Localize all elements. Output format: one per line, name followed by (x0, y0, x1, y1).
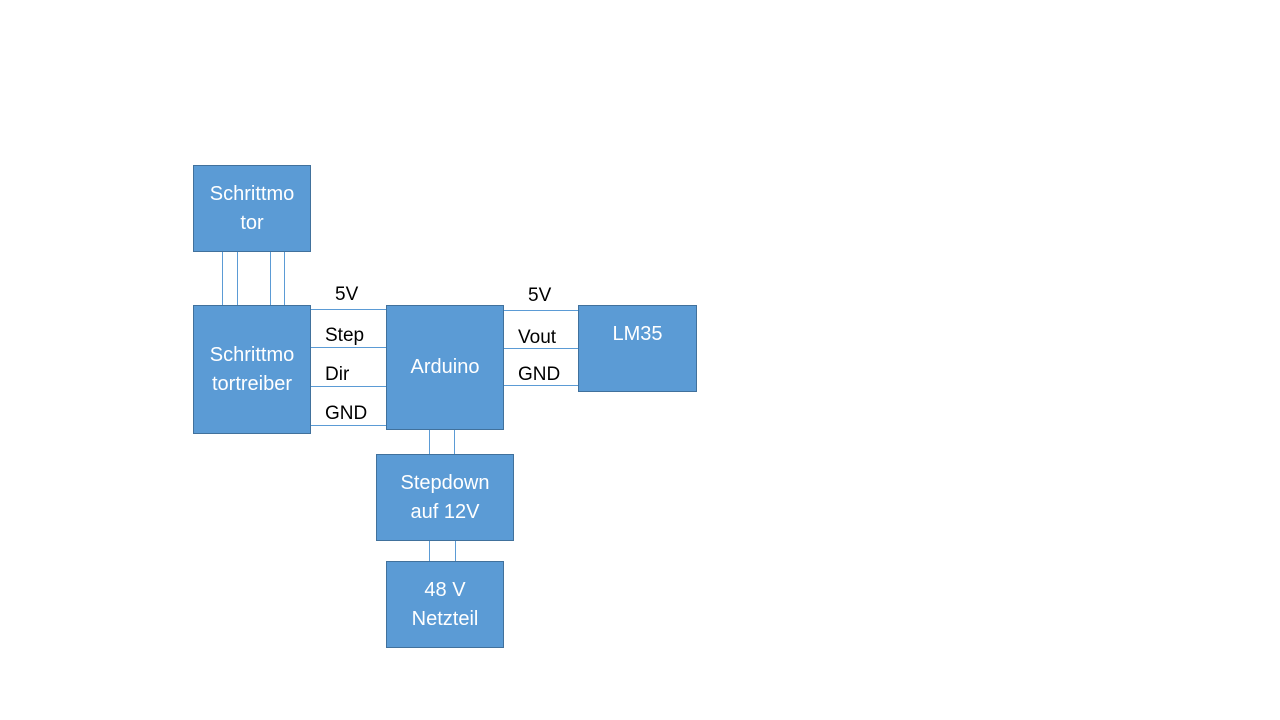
signal-label-gnd-left: GND (325, 403, 368, 424)
stepper-motor-block: Schrittmo tor (193, 165, 311, 252)
stepper-driver-block: Schrittmo tortreiber (193, 305, 311, 434)
wire-motor-driver-2 (237, 251, 238, 306)
wire-driver-arduino-step (310, 347, 387, 348)
wire-arduino-lm35-vout (503, 348, 579, 349)
signal-label-vout: Vout (518, 327, 557, 348)
signal-label-gnd-right: GND (518, 364, 561, 385)
wire-motor-driver-3 (270, 251, 271, 306)
lm35-block: LM35 (578, 305, 697, 392)
signal-label-dir: Dir (325, 364, 350, 385)
wire-arduino-stepdown-2 (454, 429, 455, 455)
wire-motor-driver-4 (284, 251, 285, 306)
signal-label-step: Step (325, 325, 365, 346)
wire-arduino-lm35-5v (503, 310, 579, 311)
signal-label-5v-right: 5V (528, 285, 552, 306)
wire-arduino-stepdown-1 (429, 429, 430, 455)
wire-driver-arduino-gnd (310, 425, 387, 426)
wire-stepdown-psu-1 (429, 540, 430, 562)
wire-stepdown-psu-2 (455, 540, 456, 562)
power-supply-block: 48 V Netzteil (386, 561, 504, 648)
signal-label-5v-left: 5V (335, 284, 359, 305)
wire-motor-driver-1 (222, 251, 223, 306)
wire-arduino-lm35-gnd (503, 385, 579, 386)
wire-driver-arduino-dir (310, 386, 387, 387)
stepdown-block: Stepdown auf 12V (376, 454, 514, 541)
wire-driver-arduino-5v (310, 309, 387, 310)
arduino-block: Arduino (386, 305, 504, 430)
